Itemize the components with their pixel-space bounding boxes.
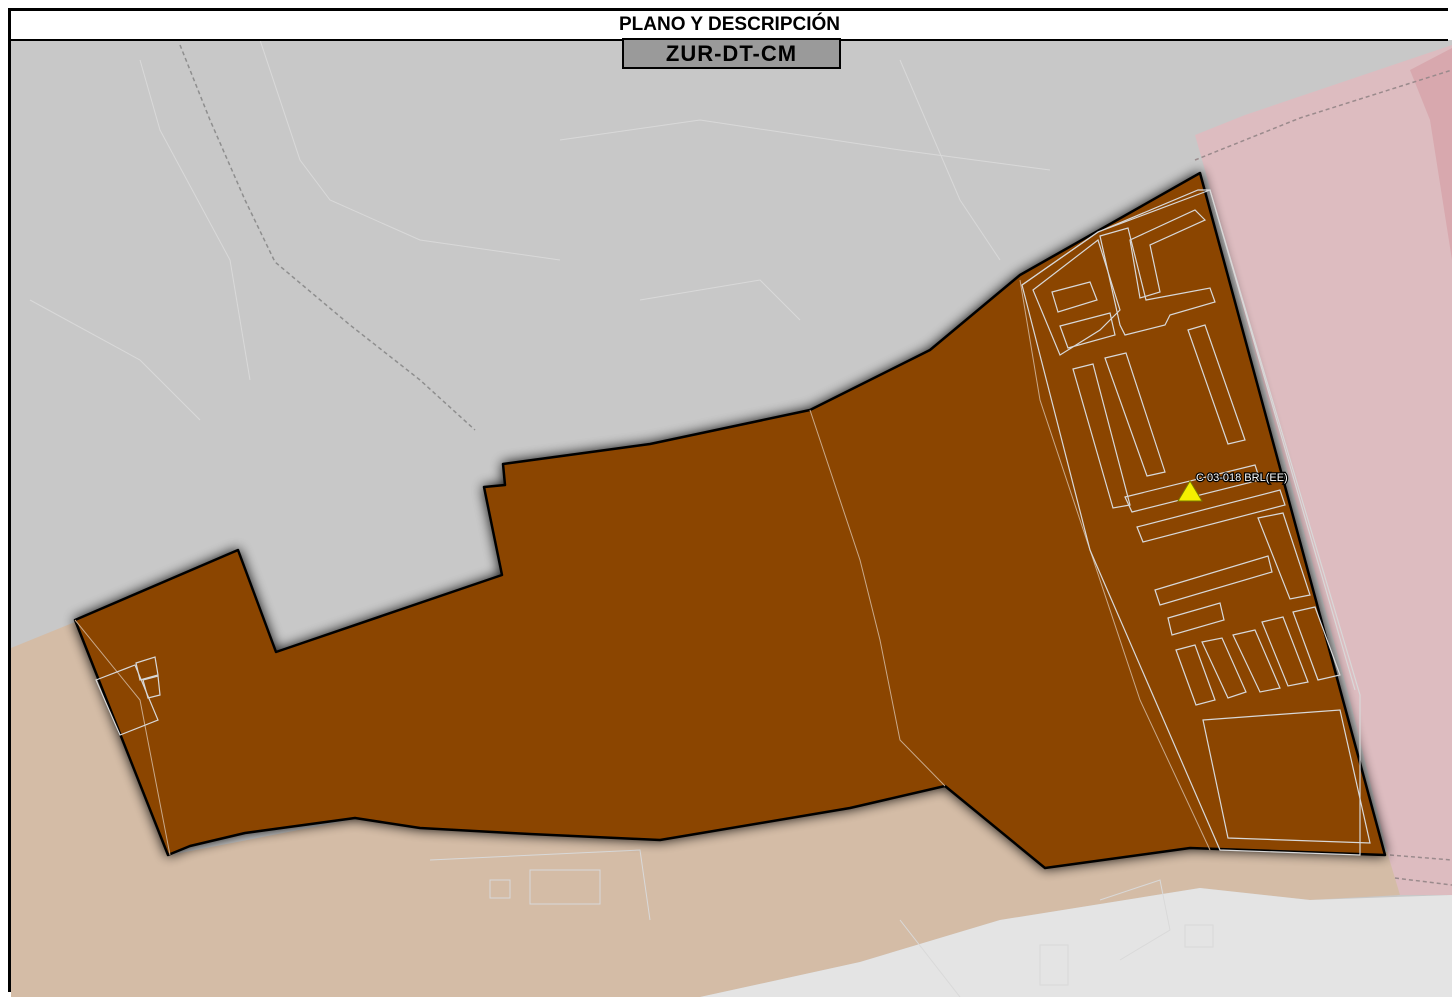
internal-parcel-lines bbox=[74, 279, 1211, 856]
dashed-boundary-line-east bbox=[1194, 69, 1452, 161]
dashed-boundary-line bbox=[179, 44, 476, 431]
building-outlines bbox=[95, 189, 1371, 856]
parcel-lines bbox=[29, 40, 1214, 997]
header-bar: PLANO Y DESCRIPCIÓN bbox=[11, 11, 1448, 41]
tan-zone bbox=[11, 622, 1400, 997]
zone-polygon[interactable] bbox=[73, 171, 1387, 870]
pink-zone-dark bbox=[1410, 48, 1452, 260]
zone-code-box: ZUR-DT-CM bbox=[622, 38, 841, 69]
zone-code: ZUR-DT-CM bbox=[665, 41, 798, 66]
page-title: PLANO Y DESCRIPCIÓN bbox=[618, 14, 840, 35]
triangle-marker-icon[interactable] bbox=[1177, 480, 1203, 502]
point-label: C 03-018 BRL(EE) bbox=[1196, 472, 1288, 484]
light-zone bbox=[700, 888, 1452, 997]
pink-zone bbox=[1195, 45, 1452, 895]
dashed-boundary-line-south bbox=[1389, 854, 1452, 886]
